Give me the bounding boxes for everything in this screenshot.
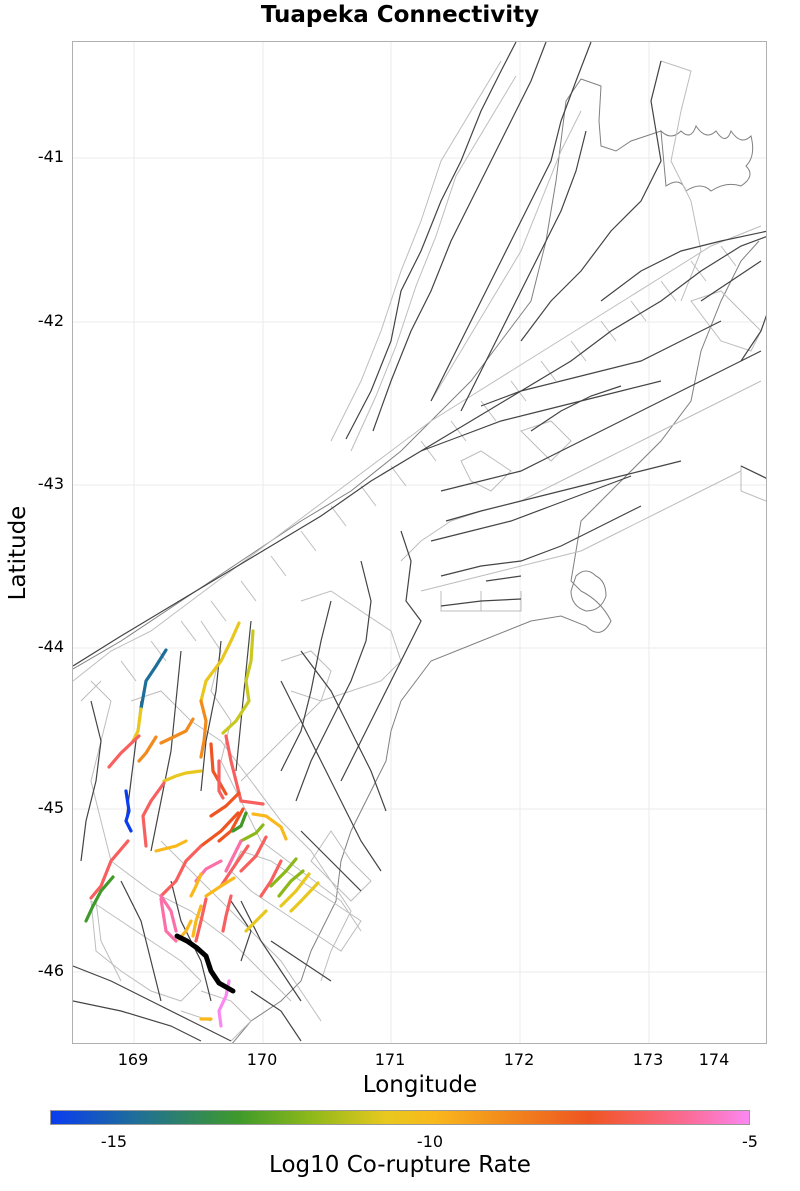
y-tick: -45 bbox=[37, 798, 64, 817]
x-tick: 170 bbox=[246, 1050, 278, 1069]
x-tick: 174 bbox=[698, 1050, 730, 1069]
fault-traces bbox=[73, 42, 766, 1042]
fault-subsections bbox=[73, 60, 766, 1042]
x-tick: 169 bbox=[117, 1050, 149, 1069]
fault-map bbox=[73, 42, 766, 1043]
x-tick: 172 bbox=[503, 1050, 535, 1069]
y-tick: -41 bbox=[37, 147, 64, 166]
x-axis-label: Longitude bbox=[362, 1072, 478, 1098]
y-tick: -42 bbox=[37, 311, 64, 330]
x-tick: 173 bbox=[632, 1050, 664, 1069]
colorbar bbox=[50, 1110, 750, 1125]
y-axis-label: Latitude bbox=[5, 505, 31, 601]
tuapeka-fault-trace bbox=[174, 933, 236, 994]
y-tick: -46 bbox=[37, 961, 64, 980]
x-tick: 171 bbox=[374, 1050, 406, 1069]
co-rupture-segments bbox=[84, 621, 320, 1028]
colorbar-tick: -5 bbox=[742, 1132, 758, 1151]
chart-title: Tuapeka Connectivity bbox=[260, 2, 540, 28]
colorbar-tick: -15 bbox=[100, 1132, 128, 1151]
y-tick: -43 bbox=[37, 474, 64, 493]
colorbar-label: Log10 Co-rupture Rate bbox=[269, 1152, 531, 1178]
map-plot-area bbox=[72, 41, 767, 1044]
colorbar-tick: -10 bbox=[416, 1132, 444, 1151]
gridlines bbox=[73, 42, 766, 1043]
y-tick: -44 bbox=[37, 637, 64, 656]
